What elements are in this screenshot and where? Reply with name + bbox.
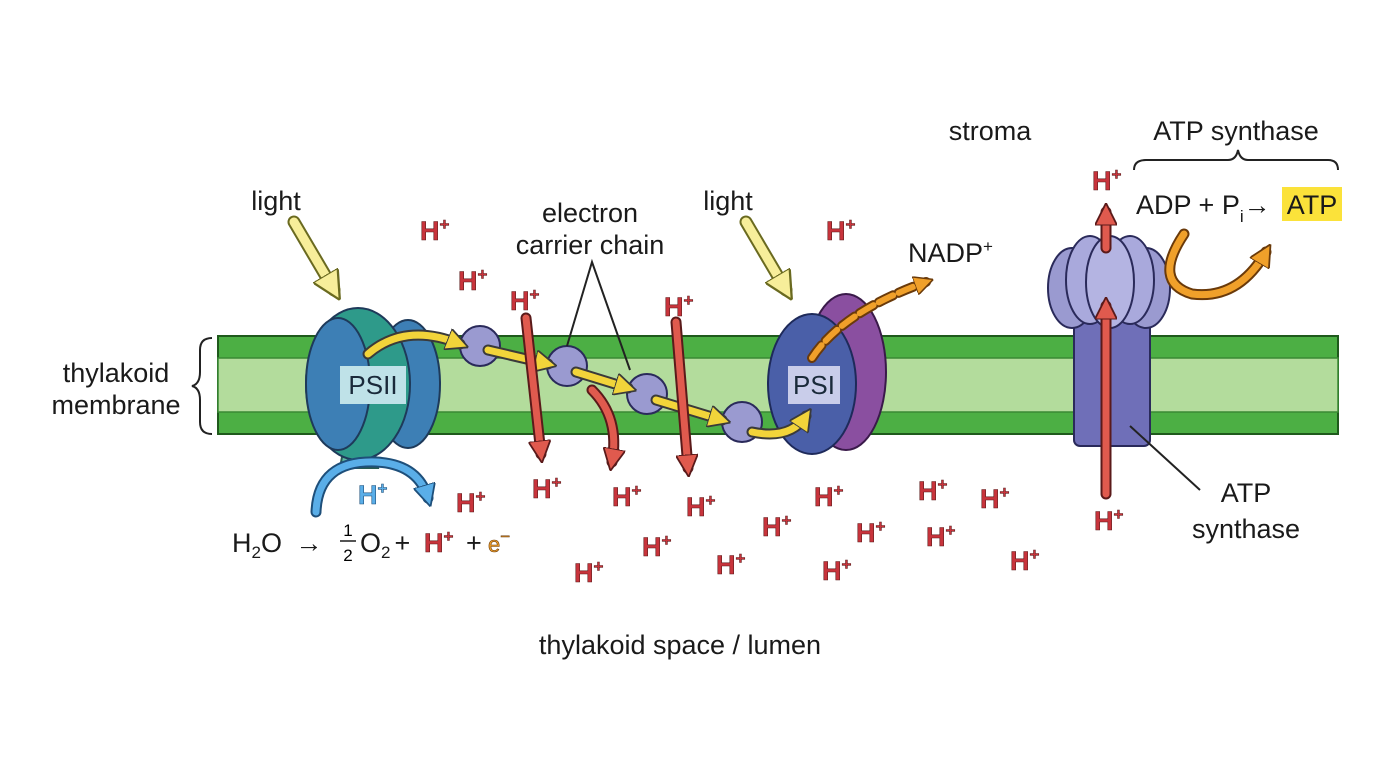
proton: H+ [664,291,694,322]
light-arrows [287,215,786,290]
stroma-label: stroma [949,116,1033,146]
svg-text:+: + [466,528,482,558]
membrane-label-line2: membrane [51,390,180,420]
svg-text:ADP + Pi→: ADP + Pi→ [1136,190,1271,226]
proton: H+ [510,285,540,316]
nadp-arrow [807,282,926,363]
proton: H+ [574,557,604,588]
proton: H+ [980,483,1010,514]
atp-highlight [1282,187,1342,221]
proton: H+ [642,531,672,562]
proton: H+ [918,475,948,506]
atp-production-arrow [1164,228,1266,301]
proton: H+ [358,479,388,510]
atp-product-label: ATP [1287,190,1338,220]
light-label-left: light [251,186,301,216]
water-splitting-arrow [310,456,428,518]
proton: H+ [1010,545,1040,576]
svg-text:1: 1 [343,521,352,540]
atp-synthase-bottom-label-line1: ATP [1221,478,1272,508]
svg-text:O2+: O2+ [360,528,410,562]
membrane-brace [191,337,213,435]
svg-text:e−: e− [488,527,510,557]
atp-synthase-top-label: ATP synthase [1153,116,1319,146]
proton: H+ [1092,165,1122,196]
atp-synthase-brace [1133,149,1339,171]
svg-text:2: 2 [343,546,352,565]
membrane-label-line1: thylakoid [63,358,170,388]
svg-text:H+: H+ [424,527,454,558]
proton: H+ [456,487,486,518]
water-equation: H2O → 1 2 O2+ H+ + e− [232,521,511,565]
proton: H+ [420,215,450,246]
atp-synthase-pointer [1129,425,1201,491]
proton: H+ [762,511,792,542]
electron-flow-arrows [362,335,806,440]
protons: H+ H+ H+ H+ H+ H+ H+ H+ H+ H+ H+ H+ H+ H… [358,165,1124,589]
electron-chain-label-line2: carrier chain [516,230,665,260]
psii-label: PSII [348,370,397,400]
electron-chain-pointer [566,258,631,371]
proton-pump-arrows [520,312,688,468]
proton: H+ [1094,505,1124,536]
nadp-label: NADP+ [908,237,993,268]
psii-complex: PSII [305,307,441,469]
svg-text:H2O →: H2O → [232,528,323,562]
proton: H+ [612,481,642,512]
proton: H+ [926,521,956,552]
proton: H+ [822,555,852,586]
atp-synthase-complex [1047,235,1171,447]
proton: H+ [532,473,562,504]
proton: H+ [814,481,844,512]
electron-chain-label-line1: electron [542,198,638,228]
proton: H+ [826,215,856,246]
proton: H+ [856,517,886,548]
atp-synthase-bottom-label-line2: synthase [1192,514,1300,544]
light-label-right: light [703,186,753,216]
proton: H+ [458,265,488,296]
proton: H+ [716,549,746,580]
proton: H+ [686,491,716,522]
atp-equation: ADP + Pi→ ATP [1136,187,1342,226]
lumen-label: thylakoid space / lumen [539,630,821,660]
psi-label: PSI [793,370,835,400]
